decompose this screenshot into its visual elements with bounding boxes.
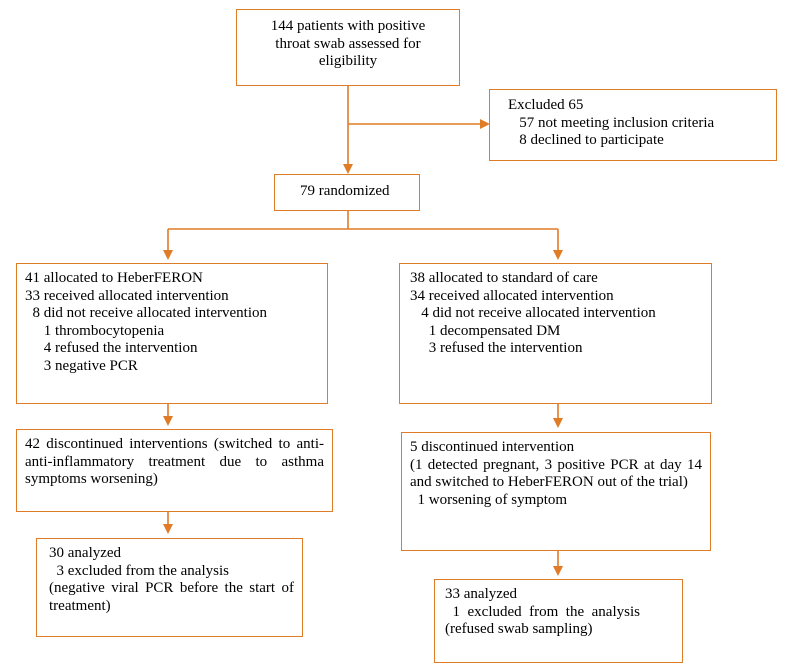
excluded-box: Excluded 65 57 not meeting inclusion cri…	[489, 89, 777, 161]
left-reason-negative-pcr: 3 negative PCR	[25, 357, 138, 374]
left-excluded-count: 3 excluded from the analysis	[49, 562, 229, 579]
left-discontinued-box: 42 discontinued interventions (switched …	[16, 429, 333, 512]
right-excluded-count: 1 excluded from the analysis	[445, 603, 640, 620]
left-received: 33 received allocated intervention	[25, 287, 229, 304]
left-analyzed-count: 30 analyzed	[49, 545, 122, 561]
randomized-label: 79 randomized	[300, 183, 390, 199]
left-discontinued-text: 42 discontinued interventions (switched …	[25, 436, 324, 487]
left-analyzed-box: 30 analyzed 3 excluded from the analysis…	[36, 538, 303, 637]
right-reason-decompensated-dm: 1 decompensated DM	[410, 322, 561, 339]
left-reason-thrombocytopenia: 1 thrombocytopenia	[25, 322, 165, 339]
left-excluded-reason: (negative viral PCR before the start of …	[49, 580, 294, 614]
right-discontinued-detail: (1 detected pregnant, 3 positive PCR at …	[410, 456, 702, 491]
randomized-box: 79 randomized	[274, 174, 420, 211]
assessed-line-2: throat swab assessed for	[275, 35, 421, 52]
assessed-line-1: 144 patients with positive	[270, 18, 426, 34]
assessed-line-3: eligibility	[318, 53, 378, 69]
right-received: 34 received allocated intervention	[410, 287, 614, 304]
left-allocated: 41 allocated to HeberFERON	[25, 270, 203, 286]
left-reason-refused: 4 refused the intervention	[25, 340, 198, 356]
left-not-received: 8 did not receive allocated intervention	[25, 305, 268, 321]
right-discontinued-worsening: 1 worsening of symptom	[410, 491, 568, 508]
right-analyzed-box: 33 analyzed 1 excluded from the analysis…	[434, 579, 683, 663]
right-analyzed-count: 33 analyzed	[445, 586, 518, 602]
excluded-reason-declined: 8 declined to participate	[508, 132, 664, 148]
right-reason-refused: 3 refused the intervention	[410, 340, 583, 356]
right-discontinued-box: 5 discontinued intervention (1 detected …	[401, 432, 711, 551]
right-allocated: 38 allocated to standard of care	[410, 270, 598, 286]
assessed-box: 144 patients with positive throat swab a…	[236, 9, 460, 86]
right-allocation-box: 38 allocated to standard of care 34 rece…	[399, 263, 712, 404]
excluded-total: Excluded 65	[508, 97, 584, 113]
right-excluded-reason: (refused swab sampling)	[445, 621, 593, 637]
right-discontinued-count: 5 discontinued intervention	[410, 439, 575, 455]
right-not-received: 4 did not receive allocated intervention	[410, 305, 656, 321]
excluded-reason-criteria: 57 not meeting inclusion criteria	[508, 114, 715, 131]
left-allocation-box: 41 allocated to HeberFERON 33 received a…	[16, 263, 328, 404]
